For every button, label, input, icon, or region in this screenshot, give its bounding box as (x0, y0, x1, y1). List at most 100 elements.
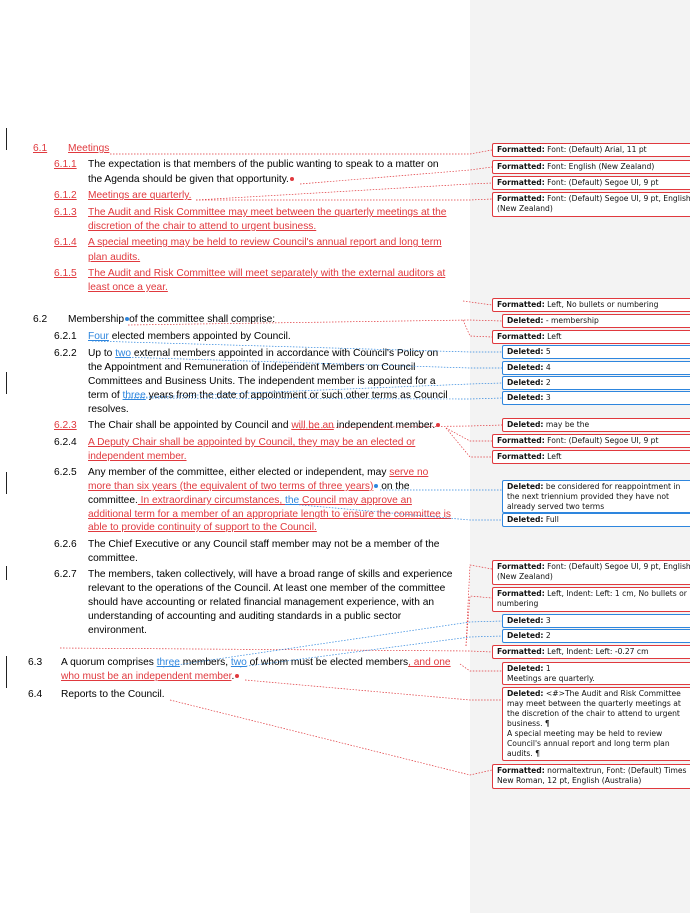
section-number: 6.2 (33, 314, 48, 325)
clause-text: plan audits. (88, 252, 141, 263)
clause-text: term of (88, 390, 123, 401)
clause-number: 6.1.5 (54, 268, 77, 279)
revision-comment[interactable]: Deleted: 5 (502, 345, 690, 359)
clause-text: years from the date of appointment or su… (145, 390, 448, 401)
revision-comment[interactable]: Formatted: Left, Indent: Left: 1 cm, No … (492, 587, 690, 612)
clause-number: 6.2.5 (54, 467, 77, 478)
clause-text: The Audit and Risk Committee will meet s… (88, 268, 446, 279)
clause-text: The expectation is that members of the p… (88, 159, 439, 170)
change-bar (6, 656, 8, 688)
inserted-text: Council may approve an (299, 495, 412, 506)
inserted-text: will be an (291, 420, 334, 431)
clause-text: relevant to the operations of the Counci… (88, 583, 446, 594)
clause-text: The Chief Executive or any Council staff… (88, 539, 440, 550)
insertion-mark (235, 674, 240, 679)
clause-text: committee. (88, 553, 138, 564)
revision-comment[interactable]: Formatted: Left (492, 330, 690, 344)
revision-comment[interactable]: Formatted: Left, Indent: Left: -0.27 cm (492, 645, 690, 659)
clause-text: members, (179, 657, 231, 668)
clause-number: 6.2.2 (54, 348, 77, 359)
clause-text: on the (378, 481, 410, 492)
clause-number: 6.1.3 (54, 207, 77, 218)
clause-text: The Chair shall be appointed by Council … (88, 420, 292, 431)
revision-comment[interactable]: Deleted: may be the (502, 418, 690, 432)
revision-comment[interactable]: Formatted: Font: (Default) Segoe UI, 9 p… (492, 434, 690, 448)
inserted-text: Four (88, 331, 109, 342)
clause-text: A quorum comprises (61, 657, 157, 668)
clause-text: least once a year. (88, 282, 168, 293)
clause-text: the Agenda should be given that opportun… (88, 174, 289, 185)
section-heading: Membership (68, 314, 125, 325)
revision-comment[interactable]: Formatted: normaltextrun, Font: (Default… (492, 764, 690, 789)
clause-text: Committees and Business Units. The indep… (88, 376, 436, 387)
revision-comment[interactable]: Deleted: Full (502, 513, 690, 527)
section-heading-rest: of the committee shall comprise: (129, 314, 276, 325)
document-page: 6.1 Meetings 6.1.1 The expectation is th… (6, 128, 453, 700)
revision-comment[interactable]: Deleted: - membership (502, 314, 690, 328)
change-bar (6, 566, 8, 580)
clause-number: 6.2.4 (54, 437, 77, 448)
inserted-text: the (285, 495, 300, 506)
clause-number: 6.2.7 (54, 569, 77, 580)
revision-comment[interactable]: Deleted: 2 (502, 629, 690, 643)
clause-text: The members, taken collectively, will ha… (88, 569, 453, 580)
inserted-text: two (230, 657, 247, 668)
clause-text: independent member. (88, 451, 187, 462)
inserted-text: , and one (408, 657, 451, 668)
clause-text: environment. (88, 625, 147, 636)
inserted-text: three (122, 390, 146, 401)
clause-text: the Appointment and Remuneration of Inde… (88, 362, 416, 373)
clause-text: . (231, 671, 235, 682)
revision-comment[interactable]: Formatted: Font: (Default) Segoe UI, 9 p… (492, 192, 690, 217)
revision-comment[interactable]: Deleted: 3 (502, 614, 690, 628)
inserted-text: two (115, 348, 132, 359)
revision-comment[interactable]: Deleted: <#>The Audit and Risk Committee… (502, 687, 690, 761)
inserted-text: able to provide continuity of support to… (88, 522, 317, 533)
revision-comment[interactable]: Formatted: Font: (Default) Segoe UI, 9 p… (492, 560, 690, 585)
clause-number: 6.2.3 (54, 420, 77, 431)
inserted-text: In extraordinary circumstances, (137, 495, 286, 506)
section-number: 6.1 (33, 143, 48, 154)
clause-text: resolves. (88, 404, 129, 415)
insertion-mark (436, 423, 441, 428)
inserted-text: more than six years (the equivalent of t… (88, 481, 374, 492)
inserted-text: who must be an independent member (61, 671, 232, 682)
clause-number: 6.2.6 (54, 539, 77, 550)
revision-comment[interactable]: Formatted: Left (492, 450, 690, 464)
clause-number: 6.2.1 (54, 331, 77, 342)
insertion-mark (289, 177, 294, 182)
revision-comment[interactable]: Formatted: Left, No bullets or numbering (492, 298, 690, 312)
clause-text: of whom must be elected members (246, 657, 409, 668)
clause-text: The Audit and Risk Committee may meet be… (88, 207, 447, 218)
clause-text: discretion of the chair to attend to urg… (88, 221, 317, 232)
clause-text: understanding of accounting and auditing… (88, 611, 402, 622)
section-heading: Reports to the Council. (61, 689, 165, 700)
inserted-text: additional term for a member of an appro… (88, 509, 451, 520)
revision-comment[interactable]: Deleted: 3 (502, 391, 690, 405)
revision-comment[interactable]: Deleted: be considered for reappointment… (502, 480, 690, 513)
section-heading: Meetings (68, 143, 110, 154)
insertion-mark (374, 484, 379, 489)
change-bar (6, 372, 8, 394)
clause-text: A Deputy Chair shall be appointed by Cou… (88, 437, 416, 448)
revision-comment[interactable]: Deleted: 1 Meetings are quarterly. (502, 662, 690, 685)
revision-comment[interactable]: Formatted: Font: (Default) Segoe UI, 9 p… (492, 176, 690, 190)
clause-text: Meetings are quarterly. (88, 190, 192, 201)
clause-text: external members appointed in accordance… (131, 348, 439, 359)
change-bar (6, 128, 8, 150)
clause-number: 6.1.1 (54, 159, 77, 170)
clause-number: 6.1.2 (54, 190, 77, 201)
section-number: 6.3 (28, 657, 43, 668)
clause-text: committee. (88, 495, 138, 506)
change-bar (6, 472, 8, 494)
inserted-text: three (156, 657, 180, 668)
clause-text: A special meeting may be held to review … (88, 237, 442, 248)
clause-text: independent member. (333, 420, 436, 431)
clause-text: elected members appointed by Council. (108, 331, 291, 342)
revision-comment[interactable]: Formatted: Font: (Default) Arial, 11 pt (492, 143, 690, 157)
revision-comment[interactable]: Deleted: 2 (502, 376, 690, 390)
insertion-mark (125, 317, 130, 322)
clause-number: 6.1.4 (54, 237, 77, 248)
revision-comment[interactable]: Formatted: Font: English (New Zealand) (492, 160, 690, 174)
revision-comment[interactable]: Deleted: 4 (502, 361, 690, 375)
